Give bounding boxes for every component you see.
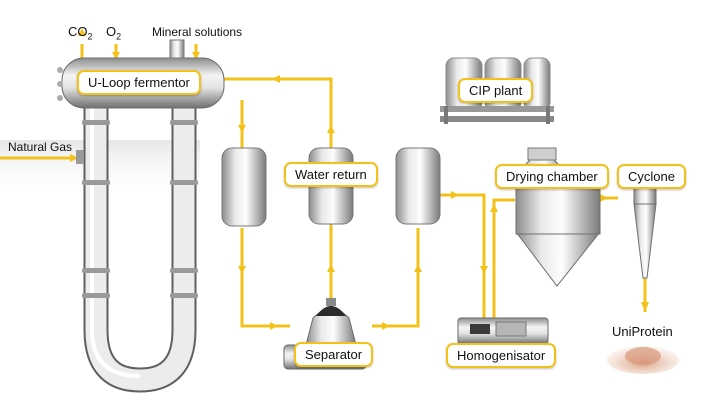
flow-top-loop bbox=[218, 77, 333, 148]
drying-chamber-label: Drying chamber bbox=[495, 164, 609, 189]
arrow-minerals-in bbox=[192, 52, 200, 60]
flow-separator-to-tank3 bbox=[372, 228, 420, 328]
tank-right bbox=[395, 147, 441, 225]
flow-tank3-to-homog bbox=[440, 193, 486, 318]
water-return-label: Water return bbox=[284, 162, 378, 187]
fermentor-label: U-Loop fermentor bbox=[77, 70, 201, 95]
mineral-solutions-label: Mineral solutions bbox=[152, 25, 243, 39]
flow-tank1-to-separator bbox=[240, 228, 290, 328]
o2-label: O2 bbox=[106, 24, 122, 42]
flow-arrows bbox=[70, 28, 649, 330]
arrow-up-water bbox=[327, 125, 335, 133]
arrow-down-tank1 bbox=[238, 125, 246, 133]
arrow-up-drying bbox=[490, 204, 498, 212]
arrow-co2-out bbox=[78, 28, 86, 36]
arrow-right-sep bbox=[270, 322, 278, 330]
separator-label: Separator bbox=[294, 342, 374, 367]
arrow-right-tank3 bbox=[451, 191, 459, 199]
natural-gas-label: Natural Gas bbox=[8, 140, 73, 154]
cip-plant-label: CIP plant bbox=[458, 78, 534, 103]
arrow-down-homog bbox=[480, 266, 488, 274]
cyclone-label: Cyclone bbox=[617, 164, 686, 189]
arrow-gas-in bbox=[70, 154, 78, 162]
arrow-up-center bbox=[327, 264, 335, 272]
uniprotein-powder bbox=[607, 346, 679, 374]
arrow-up-tank3 bbox=[414, 264, 422, 272]
cyclone-unit bbox=[633, 185, 657, 279]
tank-left bbox=[221, 147, 267, 227]
arrow-down-left bbox=[238, 266, 246, 274]
arrow-right-out bbox=[382, 322, 390, 330]
arrow-right-cyclone bbox=[600, 194, 608, 202]
arrow-o2-in bbox=[112, 52, 120, 60]
arrow-left-top bbox=[272, 75, 280, 83]
flow-homog-to-drying bbox=[492, 198, 515, 318]
arrow-down-product bbox=[641, 302, 649, 312]
homogenisator-label: Homogenisator bbox=[446, 343, 557, 368]
uniprotein-label: UniProtein bbox=[612, 324, 673, 339]
co2-label: CO2 bbox=[68, 24, 93, 42]
